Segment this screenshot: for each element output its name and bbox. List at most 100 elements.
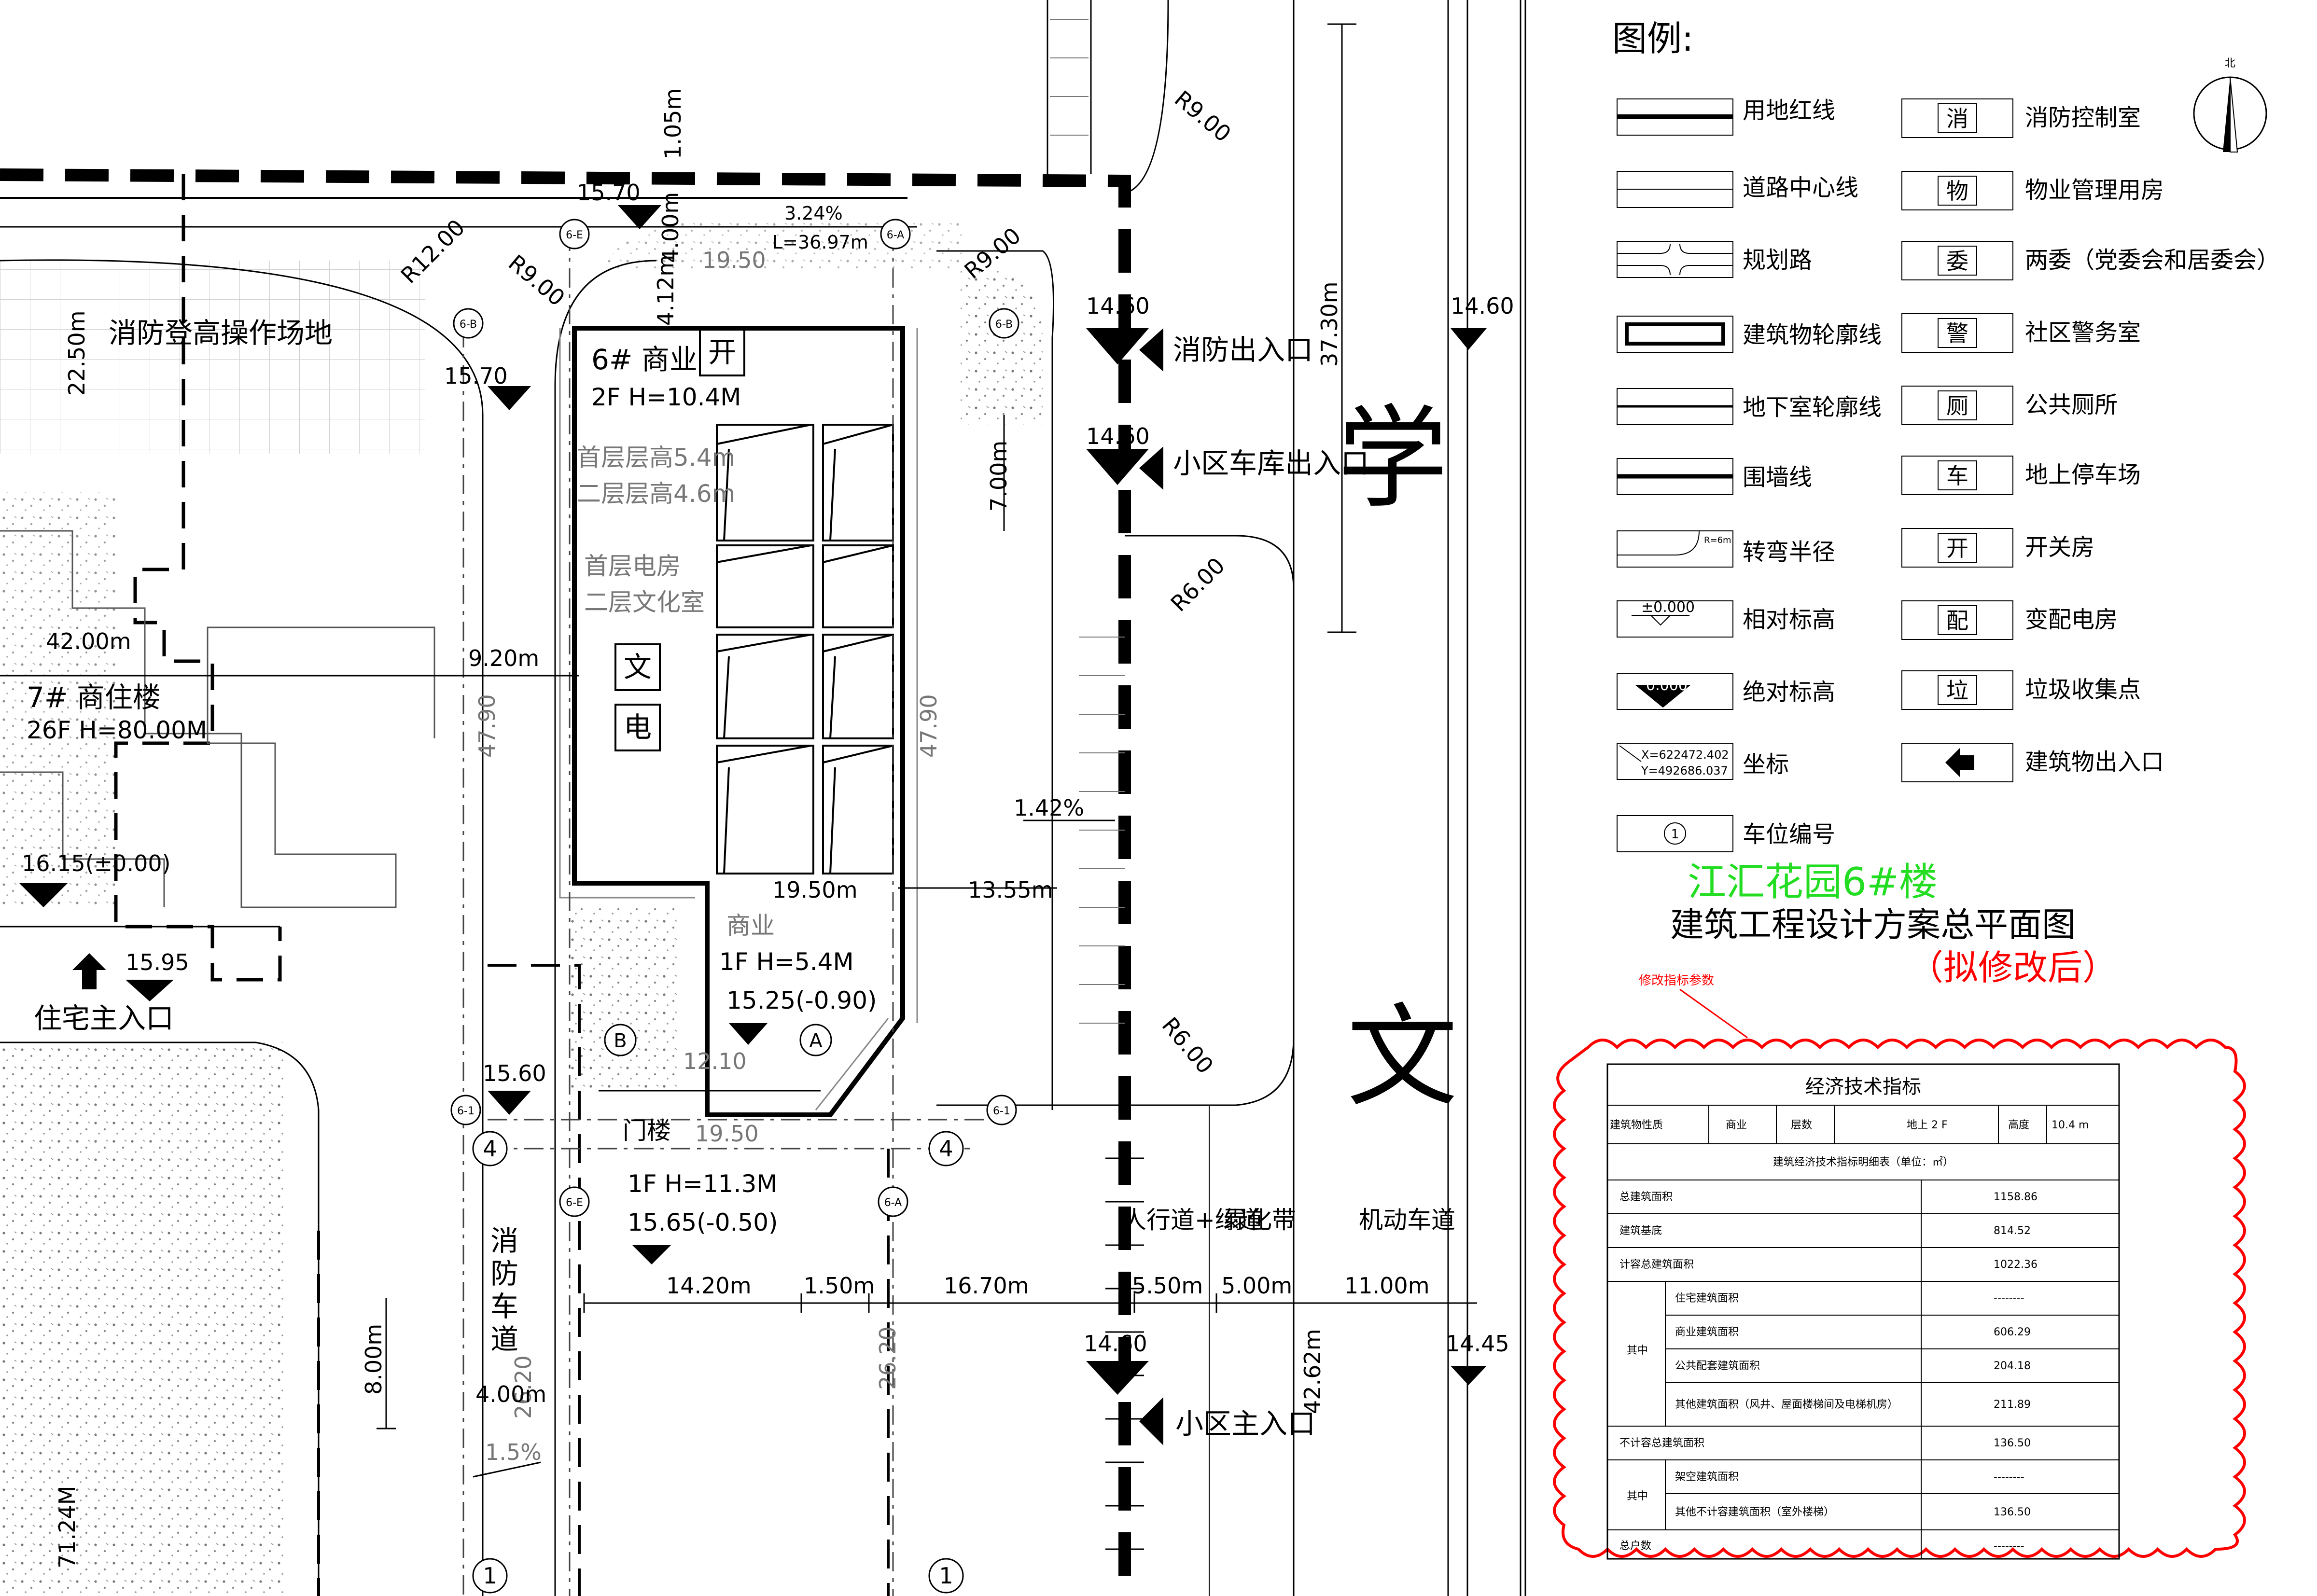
sidewalk-hatch [1050,19,1089,136]
legend-sample-space-no: 1 [1671,827,1679,842]
ind-row-nonfar-label: 不计容总建筑面积 [1619,1437,1704,1449]
legend-sym-substation: 配 [1946,608,1968,634]
axis-a: A [809,1030,823,1052]
dim-37-30: 37.30m [1316,282,1342,367]
building-6-floor1: 首层层高5.4m [577,444,735,472]
legend-sample-absolute: 0.000 [1646,677,1688,694]
ind-row-public-label: 公共配套建筑面积 [1675,1360,1760,1372]
legend-sym-police: 警 [1946,320,1968,347]
ind-row-stairs-label: 其他不计容建筑面积（室外楼梯） [1675,1506,1834,1518]
gate-info: 1F H=11.3M [628,1170,777,1198]
elev-14-60-a: 14.60 [1086,293,1150,319]
elev-15-70-a: 15.70 [577,180,641,206]
dim-11-00: 11.00m [1344,1273,1430,1299]
landscape-hatch-west [0,492,116,907]
north-label: 北 [2225,57,2235,69]
ind-row-total-value: 1158.86 [1994,1191,2038,1203]
indicators-table-grid [1606,1063,2120,1560]
fire-platform-label: 消防登高操作场地 [109,317,333,349]
residential-entrance-arrow [72,953,106,989]
dim-19-50-a: 19.50 [702,247,766,273]
dim-47-90-a: 47.90 [474,694,500,758]
legend-absolute-elev: 绝对标高 [1743,679,1835,706]
elev-14-60-d: 14.60 [1084,1331,1147,1357]
dim-9-20: 9.20m [468,645,539,671]
revision-cloud [1553,1039,2246,1558]
legend-symbol-boxes [1901,98,2013,782]
dim-4-12: 4.12m [653,255,679,326]
legend-sym-property: 物 [1946,178,1968,204]
ind-row-other-label: 其他建筑面积（风井、屋面楼梯间及电梯机房） [1675,1399,1898,1411]
dim-26-20-a: 26.20 [510,1355,536,1419]
ind-row-stairs-value: 136.50 [1994,1506,2031,1518]
dim-19-50-b: 19.50m [772,877,858,903]
ind-row-residential-value: -------- [1994,1292,2024,1305]
entrance-arrows [72,328,1163,1445]
building-6-floor2: 二层层高4.6m [577,480,735,508]
indicators-k1: 建筑物性质 [1610,1119,1663,1131]
tag-wen-box [614,643,661,691]
road-edge [0,259,484,1596]
legend-centerline: 道路中心线 [1743,174,1858,201]
fire-lane-label: 消防车道 [486,1226,518,1357]
axis-61-right: 6-1 [993,1105,1010,1117]
dim-4-00-b: 4.00m [475,1381,546,1407]
indicators-v1: 商业 [1726,1119,1747,1131]
building-6-info: 2F H=10.4M [591,383,741,411]
shop-elevation: 15.25(-0.90) [726,986,877,1014]
site-boundary-red-line [0,168,1131,1596]
building-6-inner-line [559,328,918,1110]
legend-sample-radius: R=6m [1704,535,1731,545]
ind-row-overhead-value: -------- [1994,1471,2024,1483]
project-title: 江汇花园6#楼 [1688,860,1938,904]
ind-row-commercial-label: 商业建筑面积 [1675,1326,1739,1338]
landscape-hatch-north-strip [608,222,965,270]
axis-6a-bottom: 6-A [884,1197,902,1209]
legend-toilet: 公共厕所 [2025,391,2118,418]
dim-13-55: 13.55m [968,877,1053,903]
garage-exit-label: 小区车库出入口 [1173,447,1369,480]
main-entrance-arrow [1139,1397,1163,1445]
dim-22-50: 22.50m [64,311,90,396]
legend-sample-coord-y: Y=492686.037 [1641,764,1728,777]
ind-row-public-value: 204.18 [1994,1360,2031,1372]
legend-relative-elev: 相对标高 [1743,606,1835,633]
legend-sym-garbage: 垃 [1946,678,1968,704]
roof-panels [716,424,894,874]
legend-sample-relative: ±0.000 [1641,599,1695,616]
radius-r9-a: R9.00 [503,250,570,311]
dim-5-00: 5.00m [1221,1273,1292,1299]
drawing-title: 建筑工程设计方案总平面图 [1670,905,2076,944]
elev-15-70-b: 15.70 [444,363,508,389]
axis-61-left: 6-1 [457,1105,475,1117]
elev-14-60-c: 14.60 [1451,293,1514,319]
axis-6e-bottom: 6-E [566,1197,583,1209]
north-arrow: 北 [2193,57,2267,153]
legend-coordinate: 坐标 [1743,751,1789,778]
ind-row-households-label: 总户数 [1619,1540,1651,1552]
indicators-title: 经济技术指标 [1805,1076,1921,1098]
shop-info: 1F H=5.4M [719,948,854,976]
road-section-greenbelt: 绿化带 [1224,1206,1296,1234]
road-edge [0,1041,320,1596]
dim-42-62: 42.62m [1299,1329,1326,1415]
legend-wall-line: 围墙线 [1743,464,1812,491]
axis-4-left: 4 [483,1136,497,1162]
axis-1-left: 1 [483,1563,497,1589]
ind-row-far-value: 1022.36 [1994,1259,2038,1271]
revision-leader [1679,988,1748,1039]
landscape-hatch-northeast [961,269,1043,425]
legend-red-line: 用地红线 [1743,97,1835,124]
drawing-status: （拟修改后） [1909,947,2117,988]
radius-r6-b: R6.00 [1157,1012,1219,1079]
dim-5-50: 5.50m [1132,1273,1203,1299]
road-name-wen: 文 [1347,993,1458,1122]
building-6-name: 6# 商业 [591,343,698,376]
ind-row-residential-label: 住宅建筑面积 [1675,1292,1739,1305]
legend-title: 图例: [1612,18,1693,59]
legend-turn-radius: 转弯半径 [1743,539,1835,566]
landscape-hatch-southwest [0,1042,285,1596]
elev-16-15: 16.15(±0.00) [22,850,171,876]
dim-47-90-b: 47.90 [916,694,942,758]
legend-sample-coord-x: X=622472.402 [1641,748,1729,762]
